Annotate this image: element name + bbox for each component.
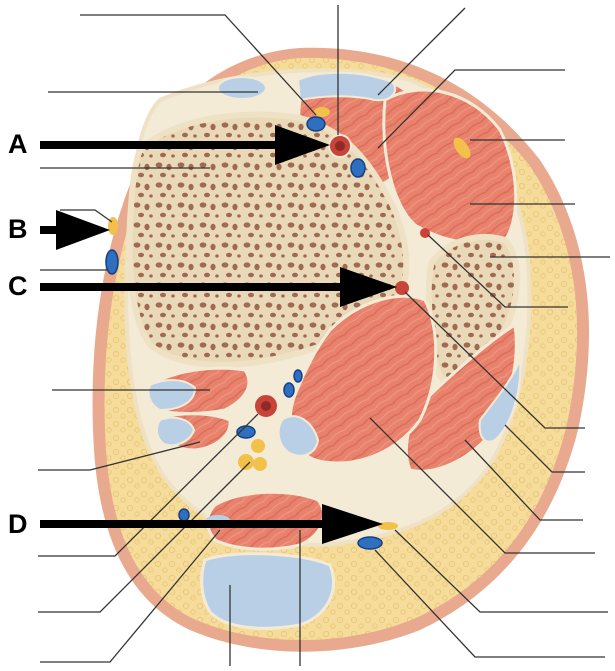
marker-b: B (8, 216, 28, 243)
arrow-b (40, 210, 110, 250)
vein-posterior-3 (294, 370, 302, 382)
artery-small (420, 228, 430, 238)
marker-a: A (8, 131, 28, 158)
tendon-top-left (218, 77, 266, 99)
vein-d-right (358, 537, 382, 549)
vein-posterior-2 (284, 383, 294, 397)
nerve-a (314, 107, 330, 117)
vein-a-2 (351, 159, 365, 177)
marker-d: D (8, 511, 28, 538)
artery-posterior-tibial-lumen (261, 401, 271, 411)
artery-c (395, 281, 409, 295)
artery-a-lumen (335, 141, 345, 151)
nerve-d (378, 522, 398, 530)
marker-c: C (8, 273, 28, 300)
calcaneal-tendon (202, 554, 334, 629)
vein-a-1 (307, 117, 325, 131)
vein-d-left (179, 509, 189, 521)
